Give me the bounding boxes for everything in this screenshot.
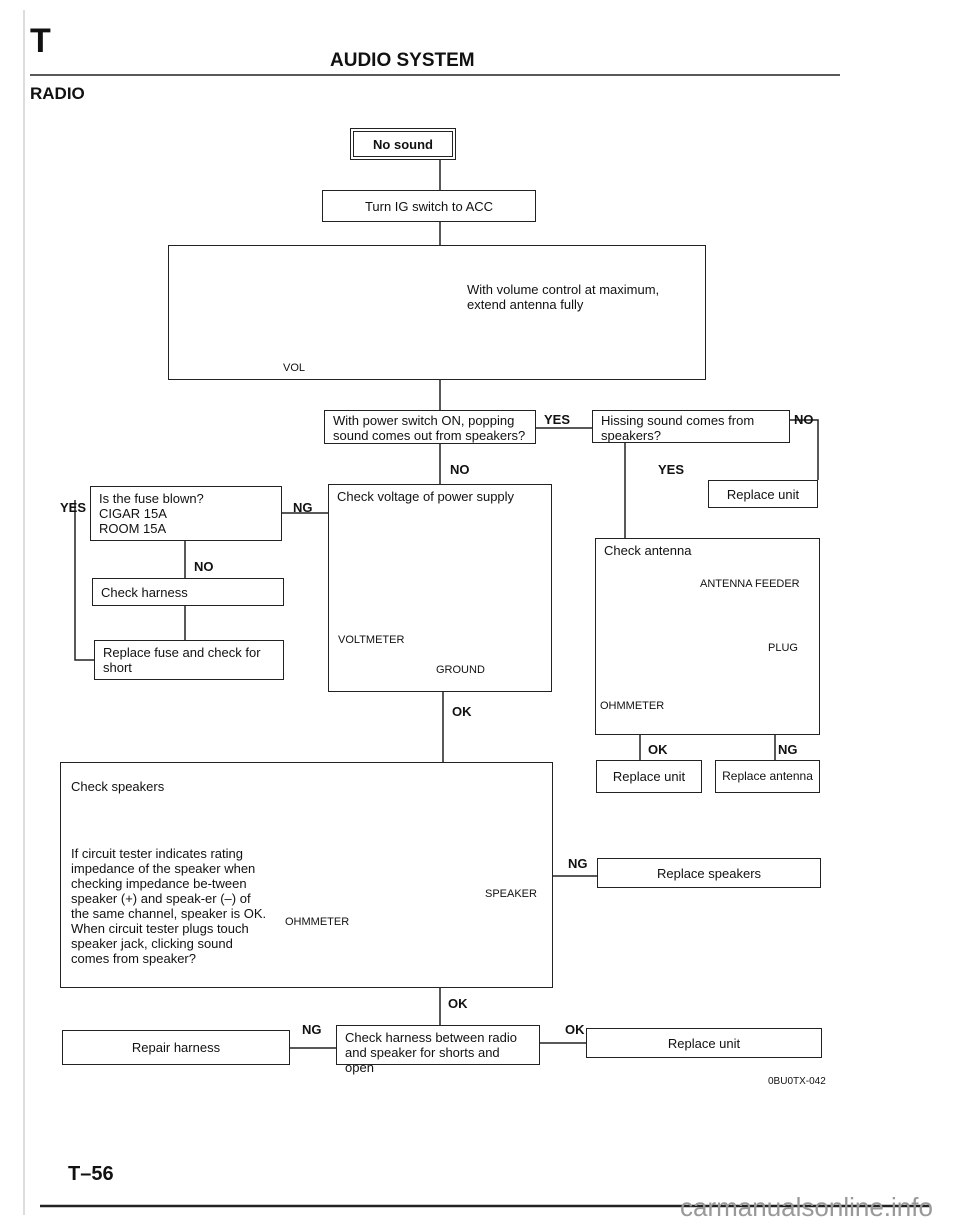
section-subtitle: RADIO	[30, 84, 85, 103]
label-ok: OK	[452, 704, 472, 719]
ohmmeter-label: OHMMETER	[285, 916, 350, 928]
replace-unit-box: Replace unit	[596, 760, 702, 793]
page-number: T–56	[68, 1163, 114, 1185]
label-no: NO	[194, 559, 214, 574]
fuse-line: Is the fuse blown?	[99, 491, 204, 506]
label-ng: NG	[293, 500, 313, 515]
check-antenna-box: Check antenna	[595, 538, 820, 735]
replace-unit-box: Replace unit	[708, 480, 818, 508]
step-extend-antenna-text: With volume control at maximum, extend a…	[467, 282, 660, 312]
label-yes: YES	[658, 462, 685, 477]
question-hissing: Hissing sound comes from speakers?	[592, 410, 790, 443]
figure-code: 0BU0TX-042	[768, 1076, 826, 1087]
label-ng: NG	[568, 856, 588, 871]
replace-speakers-box: Replace speakers	[597, 858, 821, 888]
voltmeter-label: VOLTMETER	[338, 634, 405, 646]
speaker-label: SPEAKER	[485, 888, 537, 900]
check-harness-between-box: Check harness between radio and speaker …	[336, 1025, 540, 1075]
label-ok: OK	[565, 1022, 585, 1037]
plug-label: PLUG	[768, 642, 798, 654]
label-no: NO	[794, 412, 814, 427]
check-antenna-text: Check antenna	[604, 543, 692, 558]
check-voltage-box: Check voltage of power supply	[328, 484, 552, 692]
ohmmeter-label: OHMMETER	[600, 700, 665, 712]
replace-antenna-box: Replace antenna	[715, 760, 820, 793]
watermark: carmanualsonline.info	[680, 1192, 933, 1222]
section-letter: T	[30, 22, 51, 60]
replace-unit-box: Replace unit	[586, 1028, 822, 1058]
check-voltage-text: Check voltage of power supply	[337, 489, 515, 504]
question-popping: With power switch ON, popping sound come…	[324, 410, 536, 444]
label-ng: NG	[778, 742, 798, 757]
label-ok: OK	[448, 996, 468, 1011]
repair-harness-box: Repair harness	[62, 1030, 290, 1065]
question-fuse: Is the fuse blown? CIGAR 15A ROOM 15A	[90, 486, 282, 541]
antenna-feeder-label: ANTENNA FEEDER	[700, 578, 800, 590]
ground-label: GROUND	[436, 664, 485, 676]
step-extend-antenna: With volume control at maximum, extend a…	[168, 245, 706, 380]
replace-fuse-box: Replace fuse and check for short	[94, 640, 284, 680]
label-ng: NG	[302, 1022, 322, 1037]
check-speakers-title: Check speakers	[71, 779, 165, 794]
check-harness-box: Check harness	[92, 578, 284, 606]
fuse-line: CIGAR 15A	[99, 506, 167, 521]
label-no: NO	[450, 462, 470, 477]
label-ok: OK	[648, 742, 668, 757]
start-box: No sound	[350, 128, 456, 160]
label-yes: YES	[544, 412, 571, 427]
step-turn-ig: Turn IG switch to ACC	[322, 190, 536, 222]
check-speakers-box: Check speakers If circuit tester indicat…	[60, 762, 553, 988]
page-title: AUDIO SYSTEM	[330, 50, 475, 71]
fuse-line: ROOM 15A	[99, 521, 167, 536]
check-speakers-instructions: If circuit tester indicates rating imped…	[71, 846, 267, 966]
vol-label: VOL	[283, 362, 306, 374]
label-yes: YES	[60, 500, 87, 515]
